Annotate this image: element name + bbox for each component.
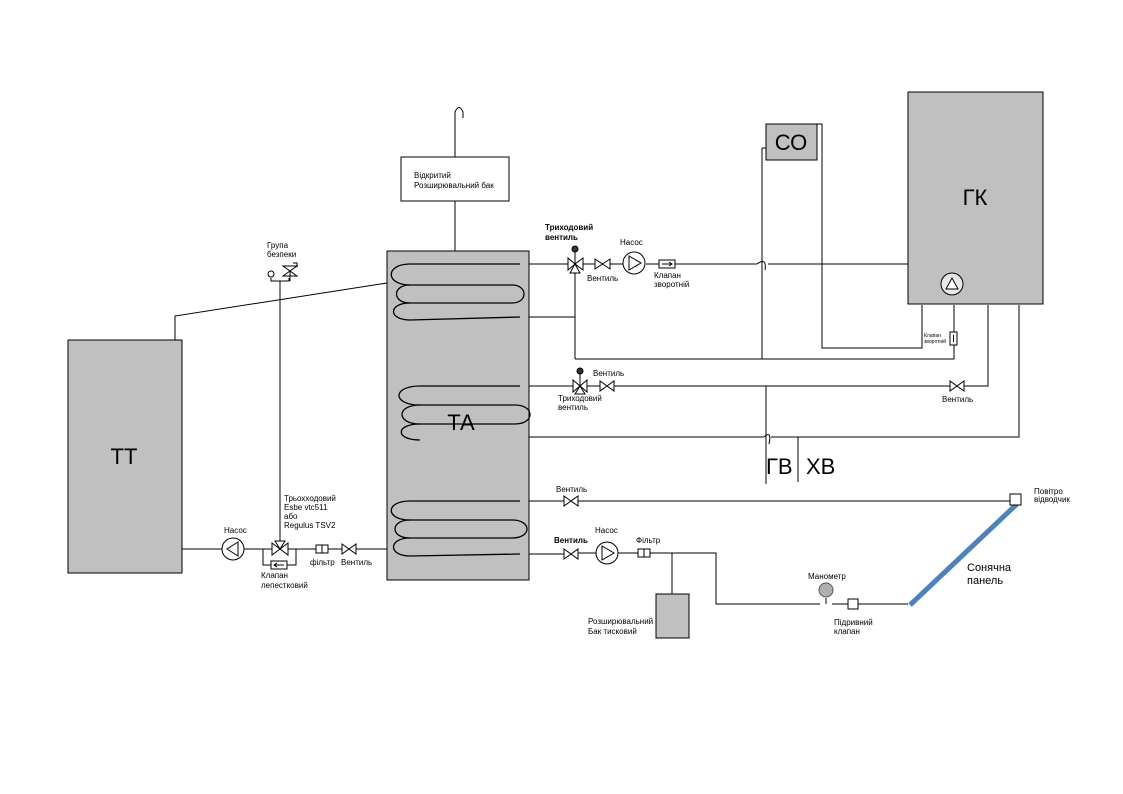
solar-panel-label-2: панель [967, 575, 1003, 587]
valve-solar-return-label: Вентиль [556, 485, 587, 494]
pipe-solar-supply-4 [650, 552, 820, 605]
triple-valve-top-icon [567, 245, 584, 274]
pipe-co-right [817, 123, 923, 349]
air-vent-label-1: Повітро [1034, 487, 1063, 496]
pipe-safety-group [270, 278, 290, 282]
valve-tt-icon [341, 543, 357, 555]
safety-group-label-1: Група [267, 241, 289, 250]
check-valve-top-icon [658, 259, 676, 269]
solid-fuel-boiler-label: ТТ [111, 444, 138, 469]
gas-boiler [907, 91, 1044, 305]
safety-group-label-2: безпеки [267, 250, 296, 259]
air-vent-icon [1009, 493, 1022, 506]
pipe-open-tank-vent [454, 107, 464, 157]
filter-solar-icon [637, 548, 651, 558]
pump-top-label: Насос [620, 238, 643, 247]
triple-valve-top-label-2: вентиль [545, 233, 578, 242]
triple-valve-mid-label-2: вентиль [558, 403, 588, 412]
valve-mid-right-icon [949, 380, 965, 392]
solar-panel [908, 501, 1020, 607]
filter-tt-icon [315, 544, 329, 554]
gk-check-valve-label-1: Клапан [924, 333, 941, 339]
pump-tt-label: Насос [224, 526, 247, 535]
triple-valve-mid-label-1: Триходовий [558, 394, 602, 403]
solid-fuel-boiler [67, 339, 183, 574]
central-heating-box [765, 123, 818, 161]
check-valve-top-label-2: зворотній [654, 280, 689, 289]
solar-panel-label-1: Сонячна [967, 562, 1012, 574]
flap-valve-icon [270, 560, 288, 570]
cold-water-label: ХВ [806, 454, 835, 479]
valve-solar-return-icon [563, 495, 579, 507]
valve-top-label: Вентиль [587, 274, 618, 283]
gk-check-valve-label-2: зворотній [924, 338, 946, 345]
manometer-label: Манометр [808, 572, 846, 581]
coil-top [390, 263, 525, 321]
threeway-valve-label-4: Regulus TSV2 [284, 521, 336, 530]
relief-valve-icon [847, 598, 859, 610]
valve-mid-left-label: Вентиль [593, 369, 624, 378]
pump-solar-label: Насос [595, 526, 618, 535]
pipe-top-supply-crossover [756, 261, 766, 271]
threeway-valve-label-3: або [284, 512, 298, 521]
valve-top-icon [594, 258, 611, 270]
manometer-icon [818, 582, 834, 598]
valve-solar-supply-icon [563, 548, 579, 560]
central-heating-label: СО [775, 130, 808, 155]
gas-boiler-pump-arrow-icon [945, 276, 959, 290]
valve-mid-left-icon [599, 380, 615, 392]
pipe-tt-top [174, 282, 388, 340]
relief-valve-label-1: Підривний [834, 618, 873, 627]
safety-group-icon [267, 262, 299, 281]
check-valve-top-label-1: Клапан [654, 271, 681, 280]
hot-water-label: ГВ [766, 454, 793, 479]
pump-top-icon [622, 251, 646, 275]
filter-solar-label: Фільтр [636, 536, 661, 545]
valve-mid-right-label: Вентиль [942, 395, 973, 404]
pressure-expansion-tank-label-1: Розширювальний [588, 617, 653, 626]
flap-valve-label-2: лепестковий [261, 581, 308, 590]
pump-tt-icon [221, 537, 245, 561]
gas-boiler-label: ГК [963, 185, 988, 210]
valve-tt-label: Вентиль [341, 558, 372, 567]
coil-mid [398, 385, 531, 441]
pump-solar-icon [595, 541, 619, 565]
accumulator-tank [386, 250, 530, 581]
pipe-low-2 [771, 305, 1020, 438]
open-expansion-tank [400, 156, 510, 202]
open-expansion-tank-label-1: Відкритий [414, 171, 451, 180]
pressure-expansion-tank [655, 593, 690, 639]
coil-bottom [390, 500, 528, 557]
triple-valve-top-label-1: Триходовий [545, 223, 593, 232]
filter-tt-label: фільтр [310, 558, 335, 567]
threeway-valve-icon [271, 540, 289, 556]
accumulator-tank-label: ТА [447, 410, 475, 435]
valve-solar-supply-label: Вентиль [554, 536, 588, 545]
pipe-mid-gk [964, 305, 989, 387]
relief-valve-label-2: клапан [834, 627, 860, 636]
threeway-valve-label-2: Esbe vtc511 [284, 503, 328, 512]
flap-valve-label-1: Клапан [261, 571, 288, 580]
pipe-low-crossover [763, 434, 771, 445]
triple-valve-mid-icon [572, 367, 588, 395]
threeway-valve-label-1: Трьохходовий [284, 494, 336, 503]
air-vent-label-2: відводчик [1034, 495, 1070, 504]
pressure-expansion-tank-label-2: Бак тисковий [588, 627, 637, 636]
open-expansion-tank-label-2: Розширювальний бак [414, 181, 494, 190]
